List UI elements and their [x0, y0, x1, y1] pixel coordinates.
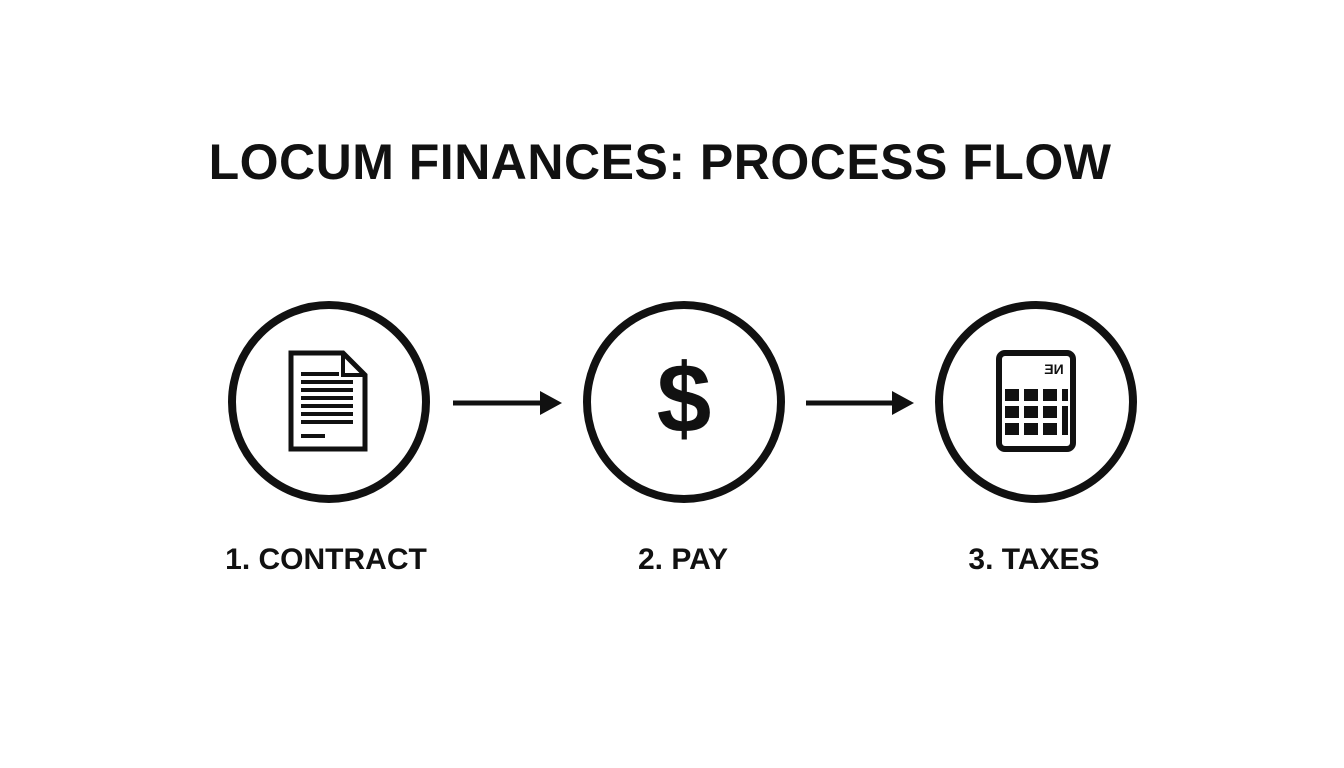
calculator-icon: ƎИ [996, 350, 1076, 452]
step-label-contract: 1. CONTRACT [225, 543, 427, 576]
step-circle [935, 301, 1137, 503]
arrow-right-icon [806, 391, 914, 415]
step-taxes: ƎИ [935, 301, 1137, 503]
step-circle [228, 301, 430, 503]
diagram-title: LOCUM FINANCES: PROCESS FLOW [208, 134, 1112, 190]
step-circle [583, 301, 785, 503]
calculator-display: ƎИ [1044, 361, 1063, 377]
step-label-pay: 2. PAY [637, 543, 729, 576]
step-contract [228, 301, 430, 503]
step-pay: $ [583, 301, 785, 503]
dollar-sign-icon: $ [657, 343, 712, 453]
document-icon [288, 350, 368, 452]
step-label-taxes: 3. TAXES [968, 543, 1100, 576]
arrow-right-icon [453, 391, 562, 415]
